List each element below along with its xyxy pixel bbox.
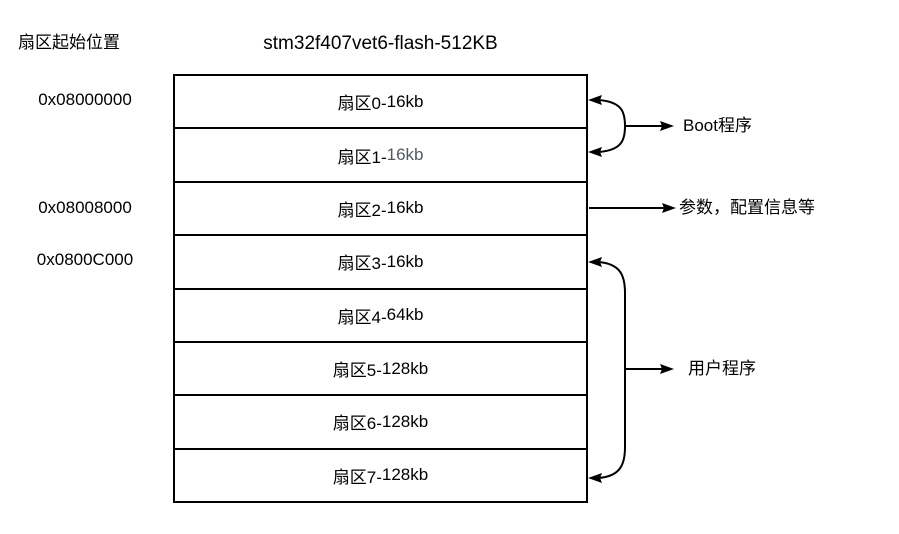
flash-title: stm32f407vet6-flash-512KB <box>263 33 498 54</box>
arrowhead-right-params <box>662 203 676 213</box>
boot-bracket-curve <box>598 99 626 153</box>
sector-size: 64kb <box>386 305 424 325</box>
sector-row-1: 扇区1-16kb <box>175 127 586 180</box>
sector-name: 扇区5- <box>332 361 382 381</box>
sector-size: 16kb <box>386 91 424 111</box>
annotation-parameters-config: 参数，配置信息等 <box>679 198 815 217</box>
sector-row-4: 扇区4-64kb <box>175 287 586 341</box>
arrowhead-left-sector3 <box>588 257 602 267</box>
sector-start-position-label: 扇区起始位置 <box>18 33 120 52</box>
sector-name: 扇区0- <box>337 94 387 114</box>
sector-row-2: 扇区2-16kb <box>175 180 586 234</box>
sector-size: 128kb <box>381 358 429 378</box>
sector-size: 16kb <box>386 198 424 218</box>
sector-size: 16kb <box>386 251 424 271</box>
sector-row-0: 扇区0-16kb <box>175 76 586 127</box>
address-label-sector0: 0x08000000 <box>38 90 132 109</box>
address-label-sector3: 0x0800C000 <box>36 250 134 269</box>
sector-name: 扇区3- <box>337 254 387 274</box>
sector-size: 128kb <box>381 465 429 485</box>
sector-size: 128kb <box>381 411 429 431</box>
flash-sector-table: 扇区0-16kb 扇区1-16kb 扇区2-16kb 扇区3-16kb 扇区4-… <box>173 74 588 503</box>
user-bracket-curve <box>598 261 626 479</box>
sector-name: 扇区4- <box>337 307 387 327</box>
annotation-boot-program: Boot程序 <box>683 116 752 135</box>
annotation-user-program: 用户程序 <box>688 359 756 378</box>
arrowhead-left-sector7 <box>588 473 602 483</box>
arrowhead-right-boot <box>660 121 674 131</box>
sector-row-6: 扇区6-128kb <box>175 394 586 447</box>
arrowhead-right-user <box>660 364 674 374</box>
sector-row-5: 扇区5-128kb <box>175 340 586 394</box>
sector-row-7: 扇区7-128kb <box>175 447 586 501</box>
sector-size: 16kb <box>386 145 424 165</box>
sector-name: 扇区1- <box>337 147 387 167</box>
arrowhead-left-sector0 <box>588 95 602 105</box>
sector-row-3: 扇区3-16kb <box>175 234 586 287</box>
arrowhead-left-sector1 <box>588 147 602 157</box>
sector-name: 扇区7- <box>332 467 382 487</box>
sector-name: 扇区6- <box>332 414 382 434</box>
sector-name: 扇区2- <box>337 200 387 220</box>
address-label-sector2: 0x08008000 <box>38 198 132 217</box>
